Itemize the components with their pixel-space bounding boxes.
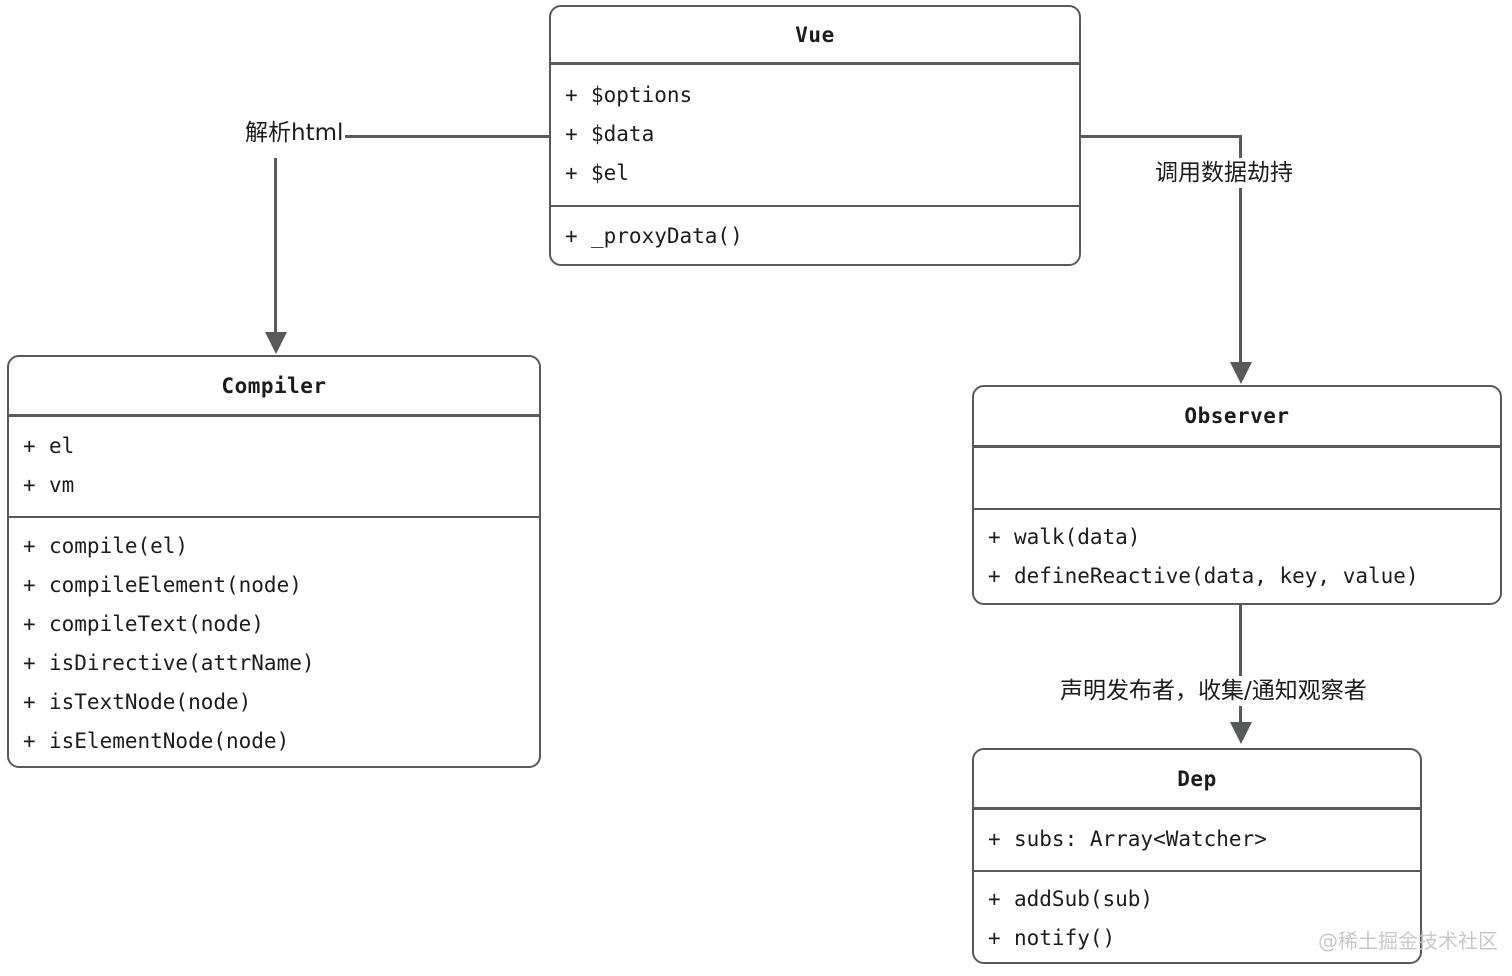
member-text: isDirective(attrName) — [49, 650, 315, 675]
edge-label-declare-publisher: 声明发布者，收集/通知观察者 — [1058, 676, 1369, 706]
member-text: defineReactive(data, key, value) — [1014, 564, 1419, 588]
class-member: + notify() — [974, 919, 1420, 958]
visibility-marker: + — [565, 122, 578, 146]
class-member: + vm — [9, 466, 539, 505]
member-text: _proxyData() — [591, 223, 743, 248]
class-box-compiler[interactable]: Compiler + el + vm + compile(el) + compileEl… — [7, 355, 541, 768]
class-title-vue: Vue — [795, 22, 835, 47]
visibility-marker: + — [23, 728, 36, 753]
visibility-marker: + — [988, 827, 1001, 851]
divider — [551, 204, 1079, 207]
divider — [9, 414, 539, 417]
divider — [974, 869, 1420, 872]
member-text: compileText(node) — [49, 611, 264, 636]
visibility-marker: + — [23, 434, 36, 458]
member-text: $options — [591, 83, 693, 107]
class-title-dep: Dep — [1177, 766, 1217, 791]
edge-vue-to-compiler-vertical — [274, 158, 277, 334]
member-text: compileElement(node) — [49, 572, 302, 597]
arrowhead-dep — [1230, 722, 1252, 744]
member-text: notify() — [1014, 926, 1116, 950]
member-text: addSub(sub) — [1014, 887, 1154, 911]
edge-label-parse-html: 解析html — [243, 118, 346, 148]
visibility-marker: + — [23, 650, 36, 675]
class-member: + walk(data) — [974, 518, 1500, 557]
class-member: + isTextNode(node) — [9, 683, 539, 722]
member-text: isElementNode(node) — [49, 728, 290, 753]
edge-vue-to-observer-vertical — [1239, 135, 1242, 365]
divider — [551, 62, 1079, 65]
member-text: $data — [591, 122, 655, 146]
class-member: + compile(el) — [9, 527, 539, 566]
visibility-marker: + — [23, 533, 36, 558]
class-methods-compiler: + compile(el) + compileElement(node) + comp… — [9, 518, 539, 766]
edge-observer-to-dep-vertical — [1239, 605, 1242, 725]
member-text: isTextNode(node) — [49, 689, 252, 714]
class-attributes-compiler: + el + vm — [9, 417, 539, 516]
watermark: @稀土掘金技术社区 — [1318, 929, 1498, 953]
class-box-observer[interactable]: Observer + walk(data) + defineReactive(dat… — [972, 385, 1502, 605]
visibility-marker: + — [988, 887, 1001, 911]
visibility-marker: + — [988, 564, 1001, 588]
class-attributes-observer — [974, 448, 1500, 508]
class-methods-vue: + _proxyData() — [551, 207, 1079, 264]
member-text: walk(data) — [1014, 525, 1141, 549]
class-attributes-vue: + $options + $data + $el — [551, 65, 1079, 205]
arrowhead-observer — [1230, 362, 1252, 384]
class-box-dep[interactable]: Dep + subs: Array<Watcher> + addSub(sub) +… — [972, 748, 1422, 964]
class-box-vue[interactable]: Vue + $options + $data + $el + _proxyData() — [549, 5, 1081, 266]
class-member: + isElementNode(node) — [9, 722, 539, 761]
arrowhead-compiler — [265, 332, 287, 354]
class-member: + subs: Array<Watcher> — [974, 820, 1420, 859]
class-title-compiler: Compiler — [221, 373, 327, 398]
class-member: + addSub(sub) — [974, 880, 1420, 919]
divider — [974, 507, 1500, 510]
visibility-marker: + — [23, 689, 36, 714]
visibility-marker: + — [988, 525, 1001, 549]
edge-vue-to-observer-horizontal — [1081, 135, 1242, 138]
visibility-marker: + — [23, 473, 36, 497]
divider — [974, 807, 1420, 810]
class-methods-observer: + walk(data) + defineReactive(data, key, v… — [974, 510, 1500, 603]
class-member: + _proxyData() — [551, 217, 1079, 256]
divider — [9, 515, 539, 518]
member-text: el — [49, 434, 75, 458]
visibility-marker: + — [565, 223, 578, 248]
class-member: + compileElement(node) — [9, 566, 539, 605]
edge-vue-to-compiler-horizontal — [274, 135, 551, 138]
class-member: + $data — [551, 115, 1079, 154]
visibility-marker: + — [988, 926, 1001, 950]
member-text: vm — [49, 473, 75, 497]
class-member: + $options — [551, 76, 1079, 115]
member-text: $el — [591, 161, 629, 185]
visibility-marker: + — [565, 83, 578, 107]
visibility-marker: + — [23, 611, 36, 636]
member-text: subs: Array<Watcher> — [1014, 827, 1267, 851]
divider — [974, 445, 1500, 448]
class-member: + defineReactive(data, key, value) — [974, 557, 1500, 596]
member-text: compile(el) — [49, 533, 189, 558]
class-title-observer: Observer — [1184, 404, 1290, 428]
class-member: + compileText(node) — [9, 605, 539, 644]
class-member: + $el — [551, 154, 1079, 193]
visibility-marker: + — [565, 161, 578, 185]
class-member: + el — [9, 427, 539, 466]
class-methods-dep: + addSub(sub) + notify() — [974, 872, 1420, 962]
class-member: + isDirective(attrName) — [9, 644, 539, 683]
class-attributes-dep: + subs: Array<Watcher> — [974, 810, 1420, 870]
visibility-marker: + — [23, 572, 36, 597]
edge-label-invoke-data-hijack: 调用数据劫持 — [1153, 158, 1295, 188]
